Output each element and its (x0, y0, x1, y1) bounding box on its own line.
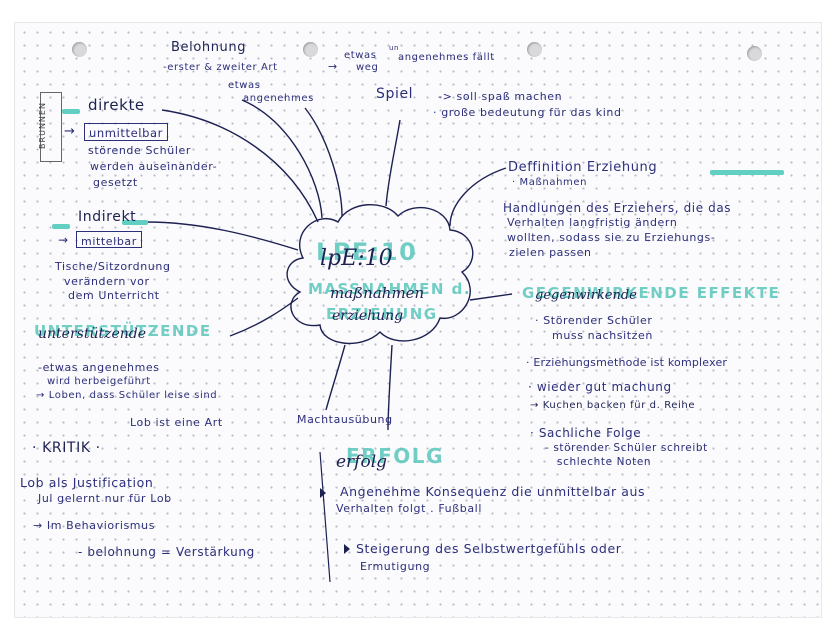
belohnung-note-sup: un (389, 44, 400, 52)
unterstuetzende-line2: wird herbeigeführt (47, 376, 151, 387)
spiel-line1: -> soll spaß machen (438, 90, 563, 103)
erfolg-teal: ERFOLG (346, 444, 444, 468)
gegenwirkende-title: gegenwirkende (535, 288, 637, 303)
belohnung-line2: etwas (228, 80, 261, 91)
belohnung-line1: -erster & zweiter Art (163, 62, 278, 73)
kritik-title: · KRITIK · (32, 440, 101, 456)
erfolg-triangle-2 (344, 544, 350, 554)
erfolg-title: erfolg (336, 452, 388, 472)
spiel-line2: · große bedeutung für das kind (433, 106, 622, 119)
indirekt-boxed: mittelbar (76, 231, 142, 248)
gegenwirkende-b4b: - störender Schüler schreibt (545, 442, 708, 454)
belohnung-line3: angenehmes (243, 93, 314, 104)
erfolg-b1a: Angenehme Konsequenz die unmittelbar aus (340, 484, 646, 499)
definition-line4: zielen passen (509, 246, 592, 259)
unterstuetzende-line1: -etwas angenehmes (38, 361, 160, 374)
center-line2: erziehung (332, 308, 404, 324)
branch-erfolg (387, 344, 393, 431)
belohnung-arrow: → (328, 60, 338, 73)
kritik-line4: - belohnung = Verstärkung (78, 545, 255, 559)
indirekt-arrow: → (58, 233, 69, 247)
direkte-boxed: unmittelbar (84, 123, 168, 141)
gegenwirkende-b2: · Erziehungsmethode ist komplexer (526, 356, 728, 369)
gegenwirkende-b3b: → Kuchen backen für d. Reihe (530, 400, 696, 411)
gegenwirkende-b3a: · wieder gut machung (528, 380, 672, 394)
belohnung-note-top: etwas (344, 50, 377, 61)
direkte-line2: werden auseinander- (90, 160, 218, 173)
definition-line1: Handlungen des Erziehers, die das (503, 201, 732, 215)
erfolg-b1b: Verhalten folgt . Fußball (336, 502, 482, 515)
belohnung-note-weg: weg (356, 62, 379, 73)
center-teal-line1: MASSNAHMEN d. (308, 280, 472, 298)
indirekt-title: Indirekt (78, 209, 137, 225)
branch-unterstuetzende (229, 297, 299, 337)
belohnung-note-main: angenehmes fällt (398, 52, 495, 63)
branch-belohnung-1 (241, 99, 323, 219)
erfolg-triangle-1 (320, 488, 326, 498)
kritik-line3: → Im Behaviorismus (33, 519, 156, 532)
gegenwirkende-b4a: · Sachliche Folge (530, 426, 642, 440)
center-line1: maßnahmen (330, 284, 425, 302)
indirekt-highlight-left (52, 224, 70, 229)
direkte-title: direkte (88, 96, 145, 114)
notebook-page (14, 22, 822, 618)
definition-title: Deffinition Erziehung (508, 160, 658, 175)
indirekt-line3: dem Unterricht (68, 289, 160, 302)
branch-spiel (385, 119, 401, 207)
gegenwirkende-b4c: schlechte Noten (557, 456, 652, 468)
branch-gegenwirkende (469, 293, 513, 301)
erfolg-divider (319, 451, 331, 583)
erfolg-b2b: Ermutigung (360, 560, 431, 573)
unterstuetzende-title: unterstützende (38, 326, 147, 342)
indirekt-line1: Tische/Sitzordnung (55, 260, 171, 273)
direkte-line3: gesetzt (93, 176, 138, 189)
center-title: lpE:10 (320, 246, 393, 271)
gegenwirkende-teal: GEGENWIRKENDE EFFEKTE (522, 284, 781, 302)
spiel-title: Spiel (376, 86, 414, 102)
center-cloud-outline (286, 203, 474, 345)
gegenwirkende-b1a: · Störender Schüler (535, 314, 653, 327)
punch-hole-far-right (747, 46, 762, 61)
kritik-line1: Lob als Justification (20, 475, 154, 490)
branch-lob (325, 344, 346, 411)
definition-sub: · Maßnahmen (512, 177, 588, 188)
kritik-line2: Jul gelernt nur für Lob (38, 492, 172, 505)
direkte-line1: störende Schüler (88, 144, 191, 157)
indirekt-highlight-right (122, 220, 148, 225)
branch-indirekt (145, 221, 299, 251)
punch-hole-center (303, 42, 318, 57)
unterstuetzende-line3: → Loben, dass Schüler leise sind (36, 390, 218, 401)
indirekt-line2: verändern vor (64, 275, 150, 288)
gegenwirkende-b1b: muss nachsitzen (552, 329, 653, 342)
lob-macht: Machtausübung (297, 413, 393, 426)
punch-hole-right (527, 42, 542, 57)
belohnung-title: Belohnung (171, 40, 247, 55)
erfolg-b2a: Steigerung des Selbstwertgefühls oder (356, 541, 622, 556)
direkte-highlight (62, 109, 80, 114)
punch-hole-left (72, 42, 87, 57)
center-title-teal: LPE:10 (316, 238, 418, 266)
branch-belohnung-2 (304, 107, 343, 217)
definition-highlight (710, 170, 784, 175)
branch-direkte (161, 109, 319, 223)
definition-line3: wollten, sodass sie zu Erziehungs- (507, 231, 716, 244)
lob-text: Lob ist eine Art (130, 416, 223, 429)
brand-logo: BRUNNEN (38, 92, 62, 162)
definition-line2: Verhalten langfristig ändern (507, 216, 678, 229)
unterstuetzende-teal: UNTERSTÜTZENDE (34, 322, 212, 340)
center-teal-line2: ERZIEHUNG (326, 305, 438, 323)
branch-definition (449, 167, 507, 227)
direkte-arrow: → (64, 124, 76, 139)
